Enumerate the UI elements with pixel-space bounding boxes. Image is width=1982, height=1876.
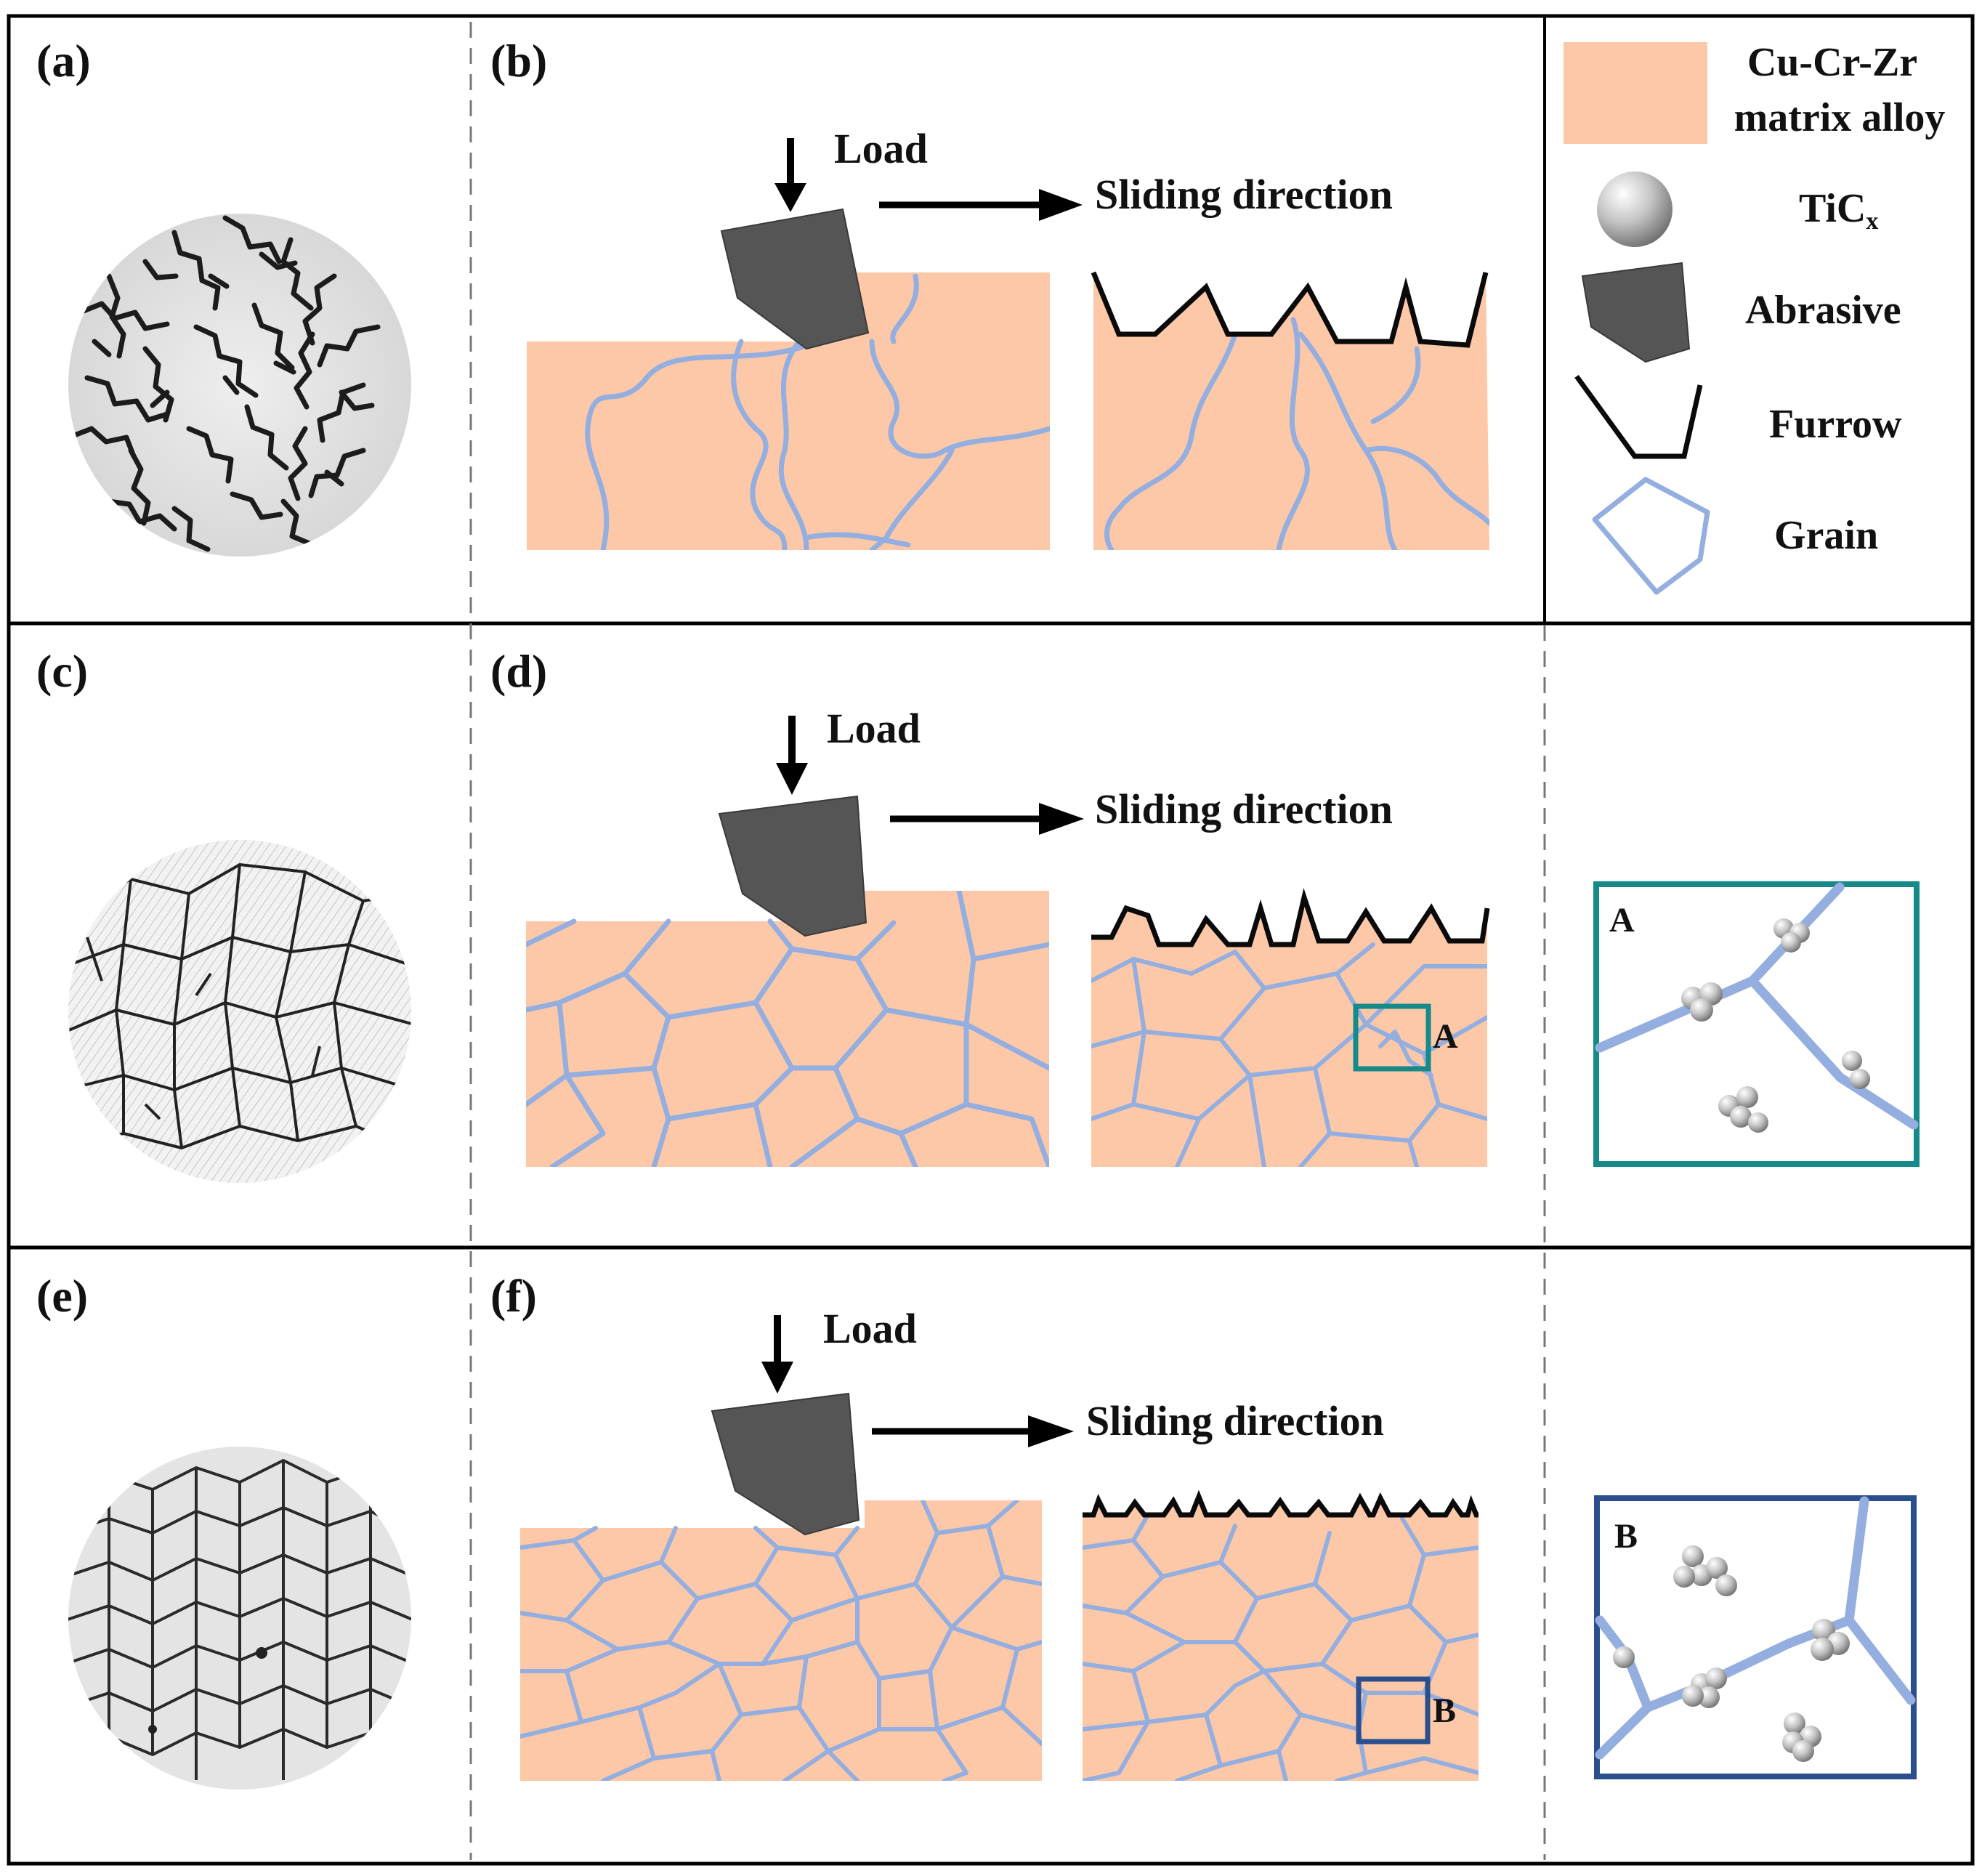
legend-particle-icon [1597,171,1672,247]
legend-matrix-swatch [1564,42,1707,144]
sliding-arrow-d [890,803,1084,835]
zoom-b-particles [1613,1545,1850,1762]
zoom-box-b-label: B [1614,1517,1638,1556]
furrow-b [1091,271,1489,348]
panel-label-c: (c) [36,645,88,697]
zoom-marker-b [1356,1676,1431,1744]
matrix-block-d-left [526,891,1049,1167]
abrasive-d [718,795,867,937]
legend-matrix-line2: matrix alloy [1734,95,1946,140]
sliding-label-b: Sliding direction [1095,171,1393,218]
legend-grain-icon [1592,477,1710,595]
micrograph-a [68,214,411,557]
diagram-d: Load Sliding direction A [526,705,1490,1167]
furrow-d [1091,888,1490,947]
load-label-d: Load [827,705,921,752]
sliding-arrow-b [879,189,1083,221]
panel-label-e: (e) [36,1270,88,1322]
sliding-arrow-f [872,1415,1074,1447]
sliding-label-f: Sliding direction [1086,1397,1384,1444]
zoom-box-a: A [1593,881,1920,1167]
matrix-block-d-right [1091,897,1487,1167]
legend-particle-label: TiCx [1799,186,1878,235]
legend-furrow-icon [1574,374,1703,459]
furrow-f [1083,1489,1479,1518]
diagram-f: Load Sliding direction [520,1305,1479,1781]
zoom-marker-a [1353,1003,1431,1072]
abrasive-f [711,1392,860,1536]
sliding-label-d: Sliding direction [1095,785,1393,833]
zoom-marker-b-label: B [1433,1691,1456,1730]
panel-label-a: (a) [36,35,91,86]
legend-grain-label: Grain [1774,513,1878,558]
legend-matrix-line1: Cu-Cr-Zr [1747,40,1917,85]
micrograph-e [68,1447,411,1790]
matrix-block-f-left [520,1500,1042,1781]
diagram-b: Load Sliding direction [527,125,1489,550]
legend-furrow-label: Furrow [1769,402,1902,447]
matrix-block-f-right [1083,1497,1479,1781]
load-label-f: Load [823,1305,917,1352]
abrasive-b [720,208,870,350]
legend-abrasive-icon [1581,262,1691,363]
legend: Cu-Cr-Zr matrix alloy TiCx Abrasive Furr… [1564,40,1946,595]
load-arrow-d [776,716,808,795]
matrix-block-b-left [527,272,1050,550]
panel-label-b: (b) [490,35,547,86]
zoom-marker-a-label: A [1433,1017,1458,1056]
legend-abrasive-label: Abrasive [1745,288,1901,333]
load-label-b: Load [834,125,928,172]
panel-label-d: (d) [490,645,547,697]
load-arrow-f [761,1315,793,1394]
figure-frame [7,14,1975,1866]
zoom-box-a-label: A [1609,901,1635,939]
micrograph-c [68,840,411,1183]
panel-label-f: (f) [490,1270,537,1322]
zoom-a-particles [1681,918,1870,1133]
load-arrow-b [774,138,806,212]
zoom-box-b: B [1594,1495,1917,1779]
